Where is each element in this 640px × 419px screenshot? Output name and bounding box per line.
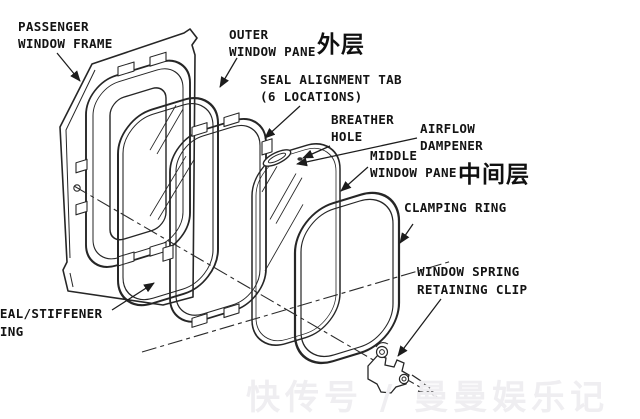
- label-seal-stiffener-ring: RING: [0, 324, 24, 339]
- label-seal-stiffener-ring: SEAL/STIFFENER: [0, 306, 102, 321]
- seal-stiffener-ring-drawing: [75, 51, 191, 268]
- window-spring-retaining-clip-drawing: [367, 342, 437, 395]
- label-outer-layer-cjk: 外层: [317, 31, 365, 58]
- seal-alignment-ring-drawing: [162, 112, 273, 328]
- leader-lines: [56, 52, 442, 357]
- breather-hole-drawing: [297, 157, 303, 161]
- label-clamping-ring: CLAMPING RING: [404, 200, 506, 215]
- label-airflow-dampener: DAMPENER: [420, 138, 483, 153]
- label-middle-window-pane: MIDDLE: [370, 148, 417, 163]
- assembly-centerlines: [73, 184, 453, 398]
- label-outer-window-pane: OUTER: [229, 27, 269, 42]
- label-airflow-dampener: AIRFLOW: [420, 121, 475, 136]
- label-seal-alignment-tab: (6 LOCATIONS): [260, 89, 362, 104]
- label-passenger-window-frame: PASSENGER: [18, 19, 89, 34]
- label-breather-hole: HOLE: [331, 129, 363, 144]
- label-window-spring-retaining-clip: RETAINING CLIP: [417, 282, 527, 297]
- label-seal-alignment-tab: SEAL ALIGNMENT TAB: [260, 72, 402, 87]
- clamping-ring-drawing: [293, 191, 401, 365]
- label-middle-layer-cjk: 中间层: [458, 162, 530, 188]
- label-outer-window-pane: WINDOW PANE: [229, 44, 316, 59]
- passenger-window-frame-drawing: [59, 28, 198, 306]
- label-breather-hole: BREATHER: [331, 112, 394, 127]
- callout-labels: PASSENGER WINDOW FRAME OUTER WINDOW PANE…: [0, 19, 530, 339]
- outer-window-pane-drawing: [117, 97, 219, 307]
- airflow-dampener-drawing: [262, 149, 292, 167]
- label-passenger-window-frame: WINDOW FRAME: [18, 36, 113, 51]
- label-middle-window-pane: WINDOW PANE: [370, 165, 457, 180]
- watermark: 快传号 / 曼曼娱乐记: [246, 378, 610, 418]
- label-window-spring-retaining-clip: WINDOW SPRING: [417, 264, 519, 279]
